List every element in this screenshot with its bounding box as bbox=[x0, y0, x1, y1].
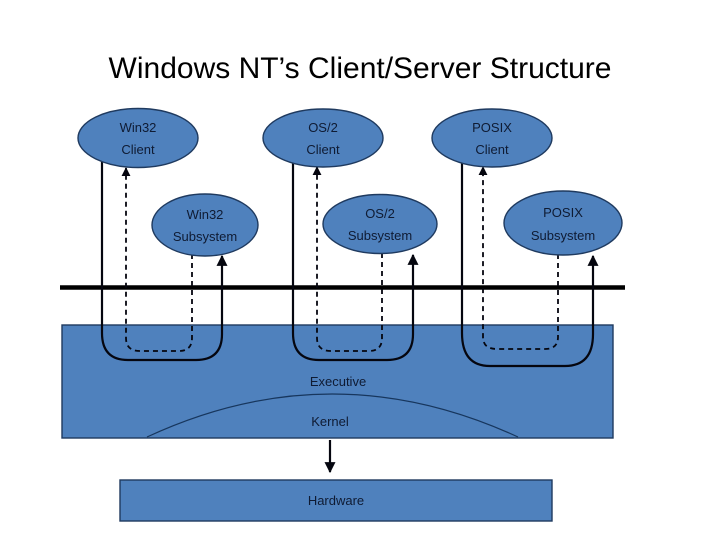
os2-client-label-line1: OS/2 bbox=[308, 120, 338, 135]
win32-client-ellipse bbox=[77, 107, 199, 169]
posix-subsystem-ellipse bbox=[503, 190, 623, 256]
win32-subsystem-label-line2: Subsystem bbox=[173, 229, 237, 244]
slide-title: Windows NT’s Client/Server Structure bbox=[109, 52, 612, 85]
hardware-label: Hardware bbox=[308, 493, 364, 508]
os2-client-ellipse bbox=[262, 108, 384, 168]
win32-client-label-line1: Win32 bbox=[120, 120, 157, 135]
posix-subsystem-label-line2: Subsystem bbox=[531, 228, 595, 243]
posix-reply-path bbox=[478, 166, 559, 350]
posix-client-ellipse bbox=[431, 108, 553, 168]
win32-subsystem-label-line1: Win32 bbox=[187, 207, 224, 222]
kernel-label: Kernel bbox=[311, 414, 349, 429]
win32-reply-path bbox=[121, 167, 193, 352]
posix-client-label-line1: POSIX bbox=[472, 120, 512, 135]
win32-subsystem-ellipse bbox=[151, 193, 259, 257]
os2-request-path bbox=[291, 162, 419, 362]
os2-subsystem-ellipse bbox=[322, 193, 438, 255]
os2-reply-path bbox=[312, 166, 383, 352]
executive-label: Executive bbox=[310, 374, 366, 389]
posix-subsystem-label-line1: POSIX bbox=[543, 205, 583, 220]
posix-client-label-line2: Client bbox=[475, 142, 509, 157]
kernel-arc bbox=[146, 393, 519, 438]
os2-client-label-line2: Client bbox=[306, 142, 340, 157]
os2-subsystem-label-line2: Subsystem bbox=[348, 228, 412, 243]
posix-request-path bbox=[460, 162, 599, 368]
win32-client-label-line2: Client bbox=[121, 142, 155, 157]
hardware-box bbox=[119, 479, 553, 522]
win32-request-path bbox=[100, 162, 228, 362]
os2-subsystem-label-line1: OS/2 bbox=[365, 206, 395, 221]
executive-box bbox=[61, 324, 614, 439]
